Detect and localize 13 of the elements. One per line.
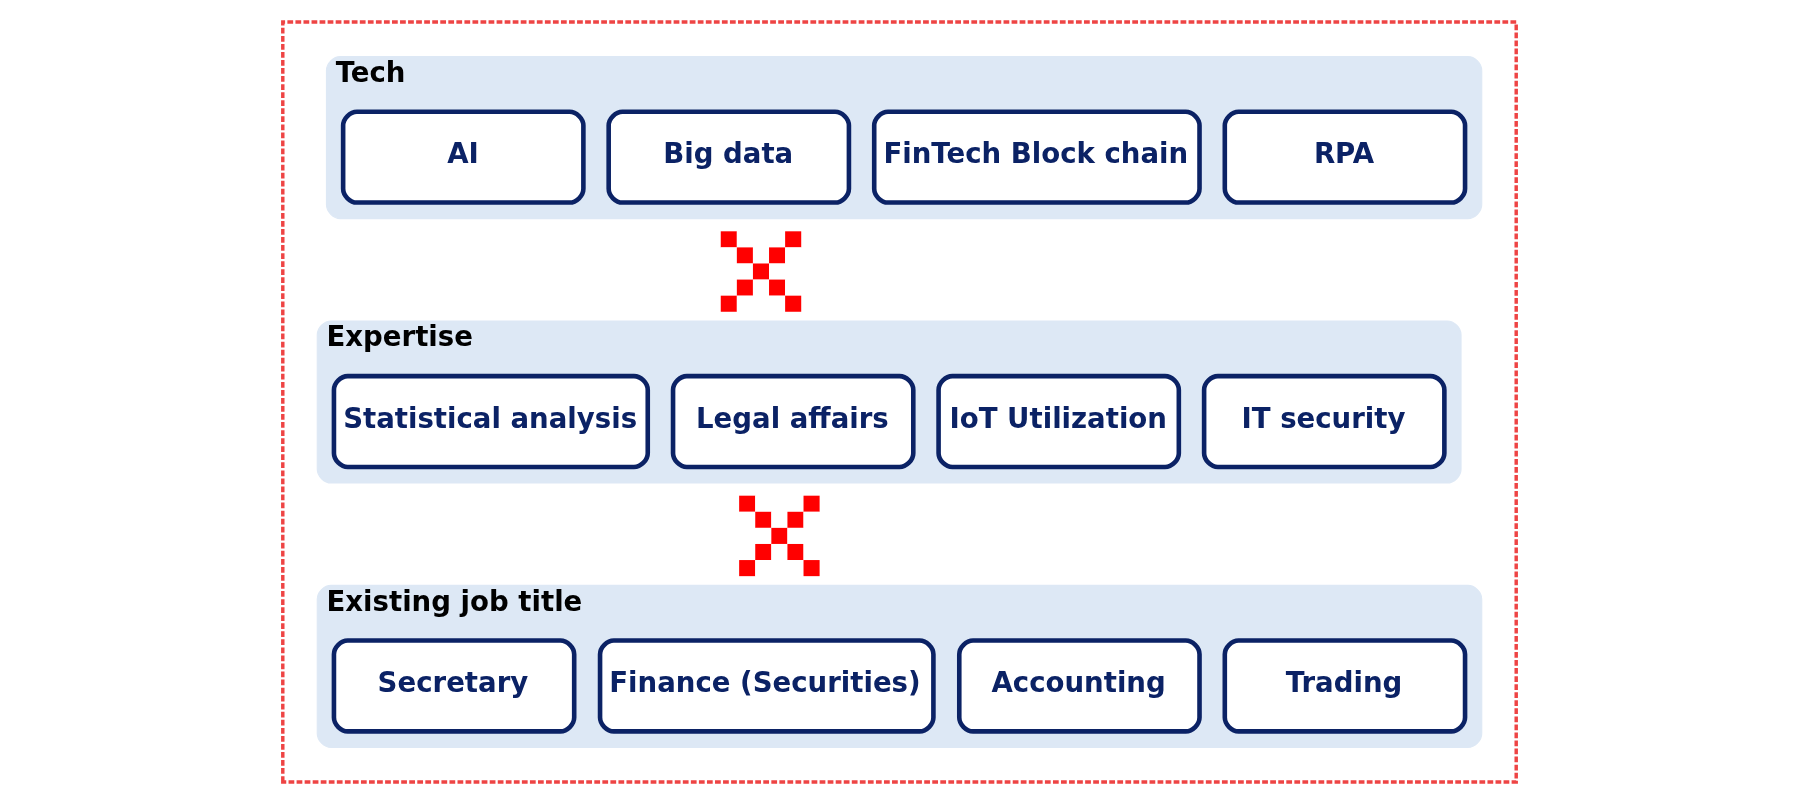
node-box: Trading bbox=[1222, 638, 1468, 734]
node-box: FinTech Block chain bbox=[871, 109, 1202, 205]
node-box: Secretary bbox=[331, 638, 577, 734]
node-box: IT security bbox=[1201, 373, 1447, 470]
node-box: Finance (Securities) bbox=[597, 638, 936, 734]
node-box: IoT Utilization bbox=[936, 373, 1182, 470]
node-box: Big data bbox=[606, 109, 852, 205]
node-box: Accounting bbox=[956, 638, 1202, 734]
node-box: AI bbox=[340, 109, 586, 205]
cluster bbox=[281, 20, 1518, 784]
node-box: Legal affairs bbox=[670, 373, 916, 470]
node-box: RPA bbox=[1222, 109, 1468, 205]
node-box: Statistical analysis bbox=[331, 373, 651, 470]
